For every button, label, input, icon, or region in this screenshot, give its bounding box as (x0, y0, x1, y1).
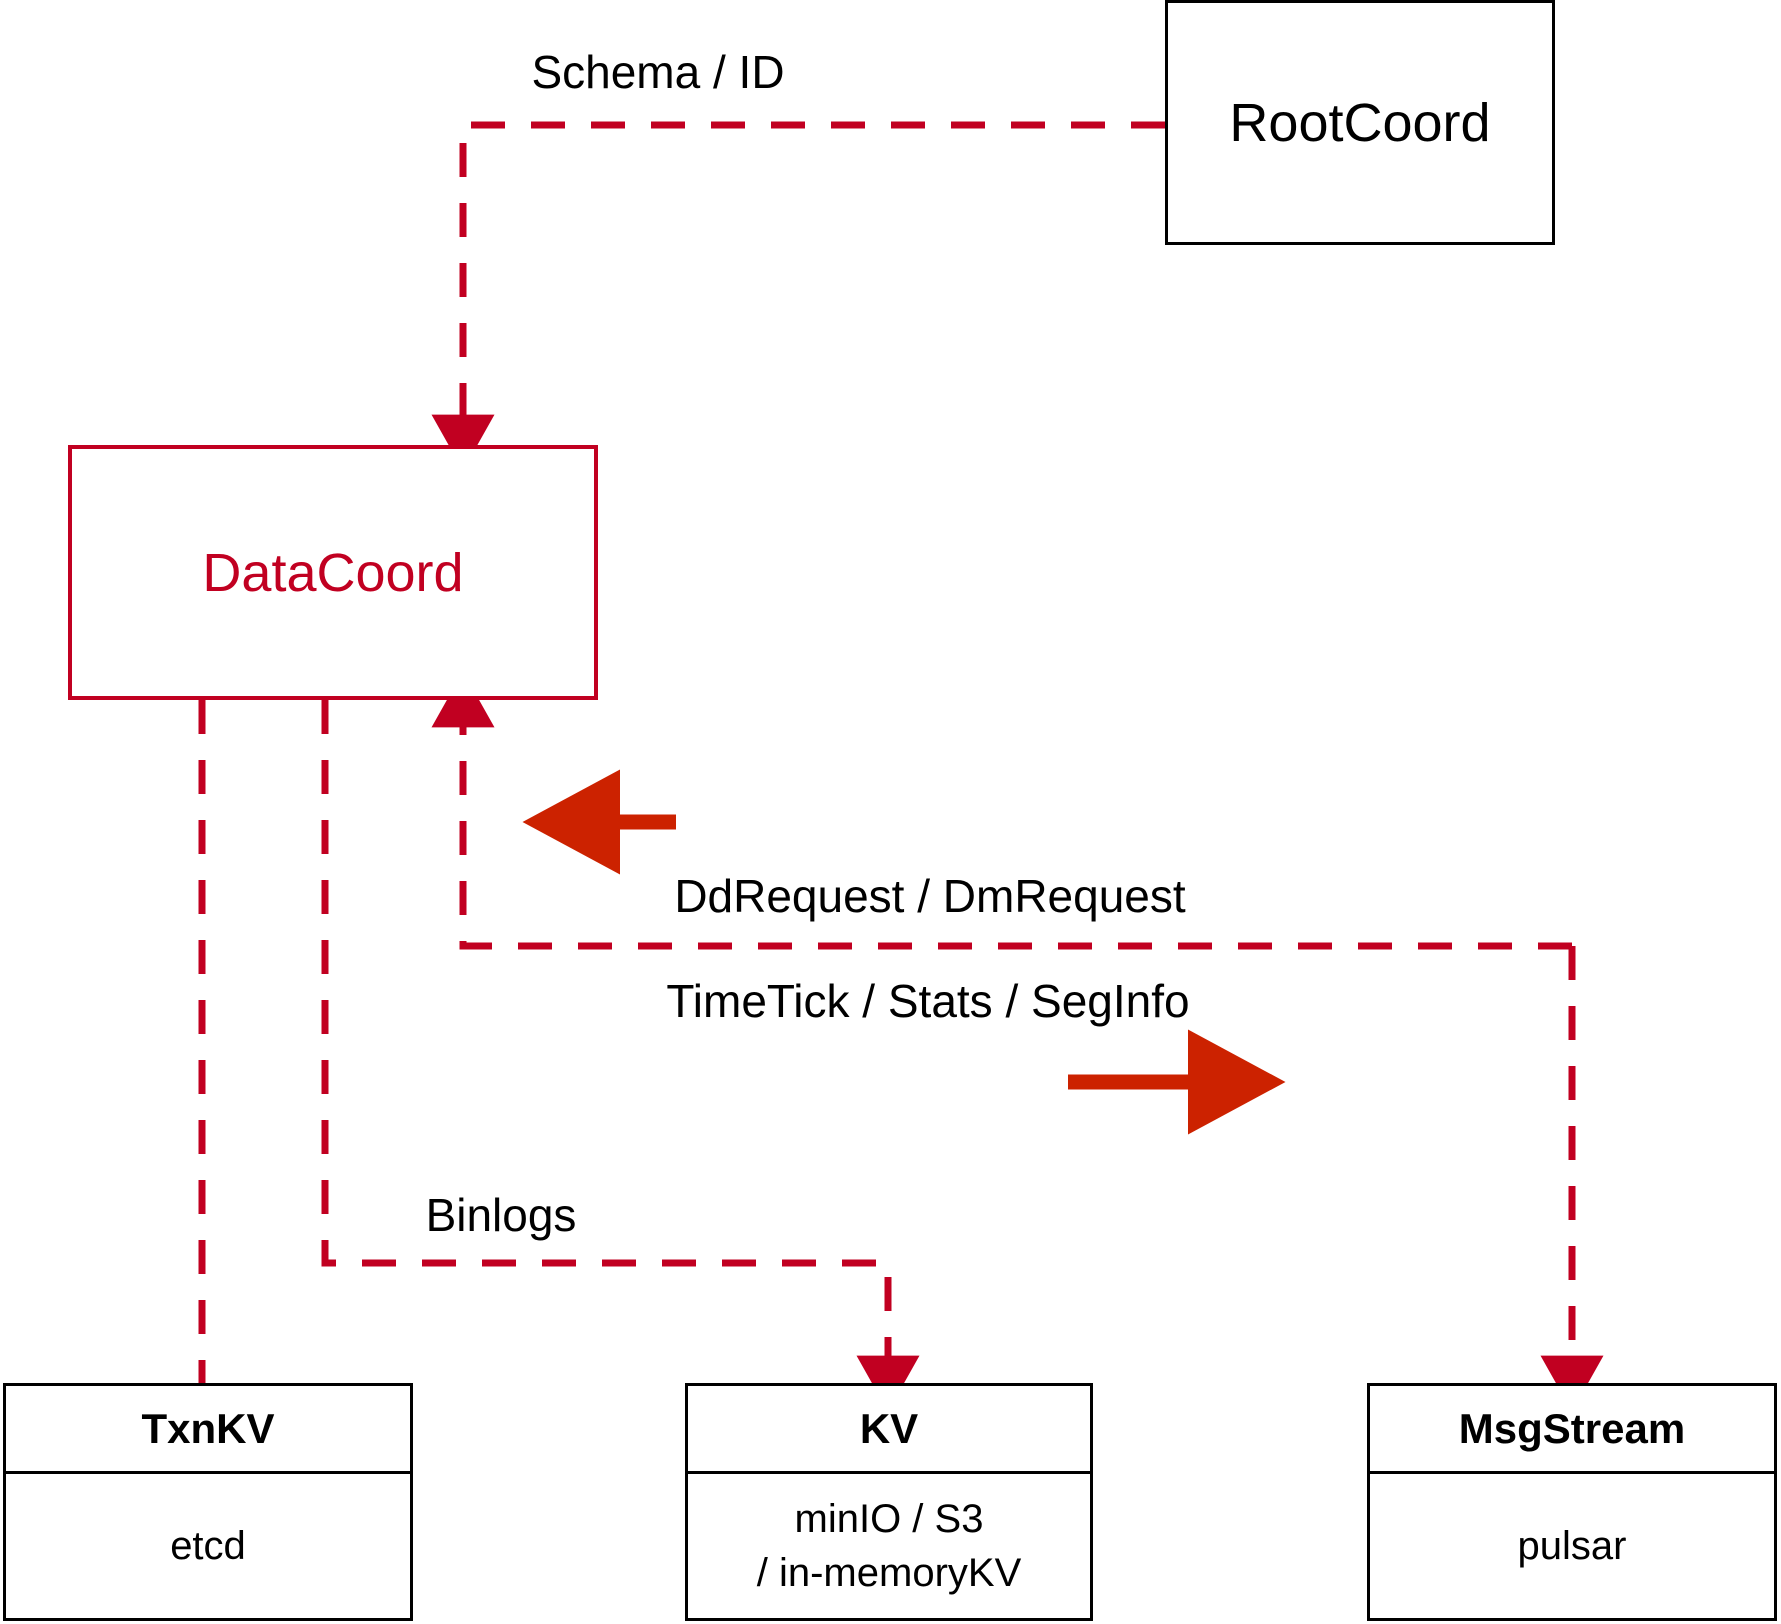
edge-label-ddrequest-dmrequest: DdRequest / DmRequest (674, 870, 1186, 922)
node-kv-body-line-2: / in-memoryKV (756, 1551, 1022, 1595)
node-msgstream-body-line-1: pulsar (1517, 1524, 1627, 1568)
node-rootcoord-label: RootCoord (1229, 92, 1491, 153)
edge-schema-id (431, 121, 1165, 471)
node-kv-header: KV (688, 1386, 1090, 1474)
node-kv-body-line-1: minIO / S3 (794, 1497, 984, 1541)
node-kv[interactable]: KV minIO / S3 / in-memoryKV (685, 1383, 1093, 1621)
node-txnkv-body: etcd (6, 1474, 410, 1618)
node-txnkv-header: TxnKV (6, 1386, 410, 1474)
node-msgstream[interactable]: MsgStream pulsar (1367, 1383, 1777, 1621)
node-kv-body: minIO / S3 / in-memoryKV (688, 1474, 1090, 1618)
edge-label-schema-id: Schema / ID (531, 46, 785, 98)
edge-label-timetick-stats-seginfo: TimeTick / Stats / SegInfo (666, 975, 1190, 1027)
edge-binlogs (321, 700, 920, 1412)
node-msgstream-header: MsgStream (1370, 1386, 1774, 1474)
node-txnkv-body-line-1: etcd (170, 1524, 246, 1568)
node-datacoord[interactable]: DataCoord (68, 445, 598, 700)
edge-label-binlogs: Binlogs (425, 1189, 577, 1241)
node-msgstream-body: pulsar (1370, 1474, 1774, 1618)
node-datacoord-label: DataCoord (202, 542, 464, 603)
node-txnkv[interactable]: TxnKV etcd (3, 1383, 413, 1621)
node-rootcoord[interactable]: RootCoord (1165, 0, 1555, 245)
